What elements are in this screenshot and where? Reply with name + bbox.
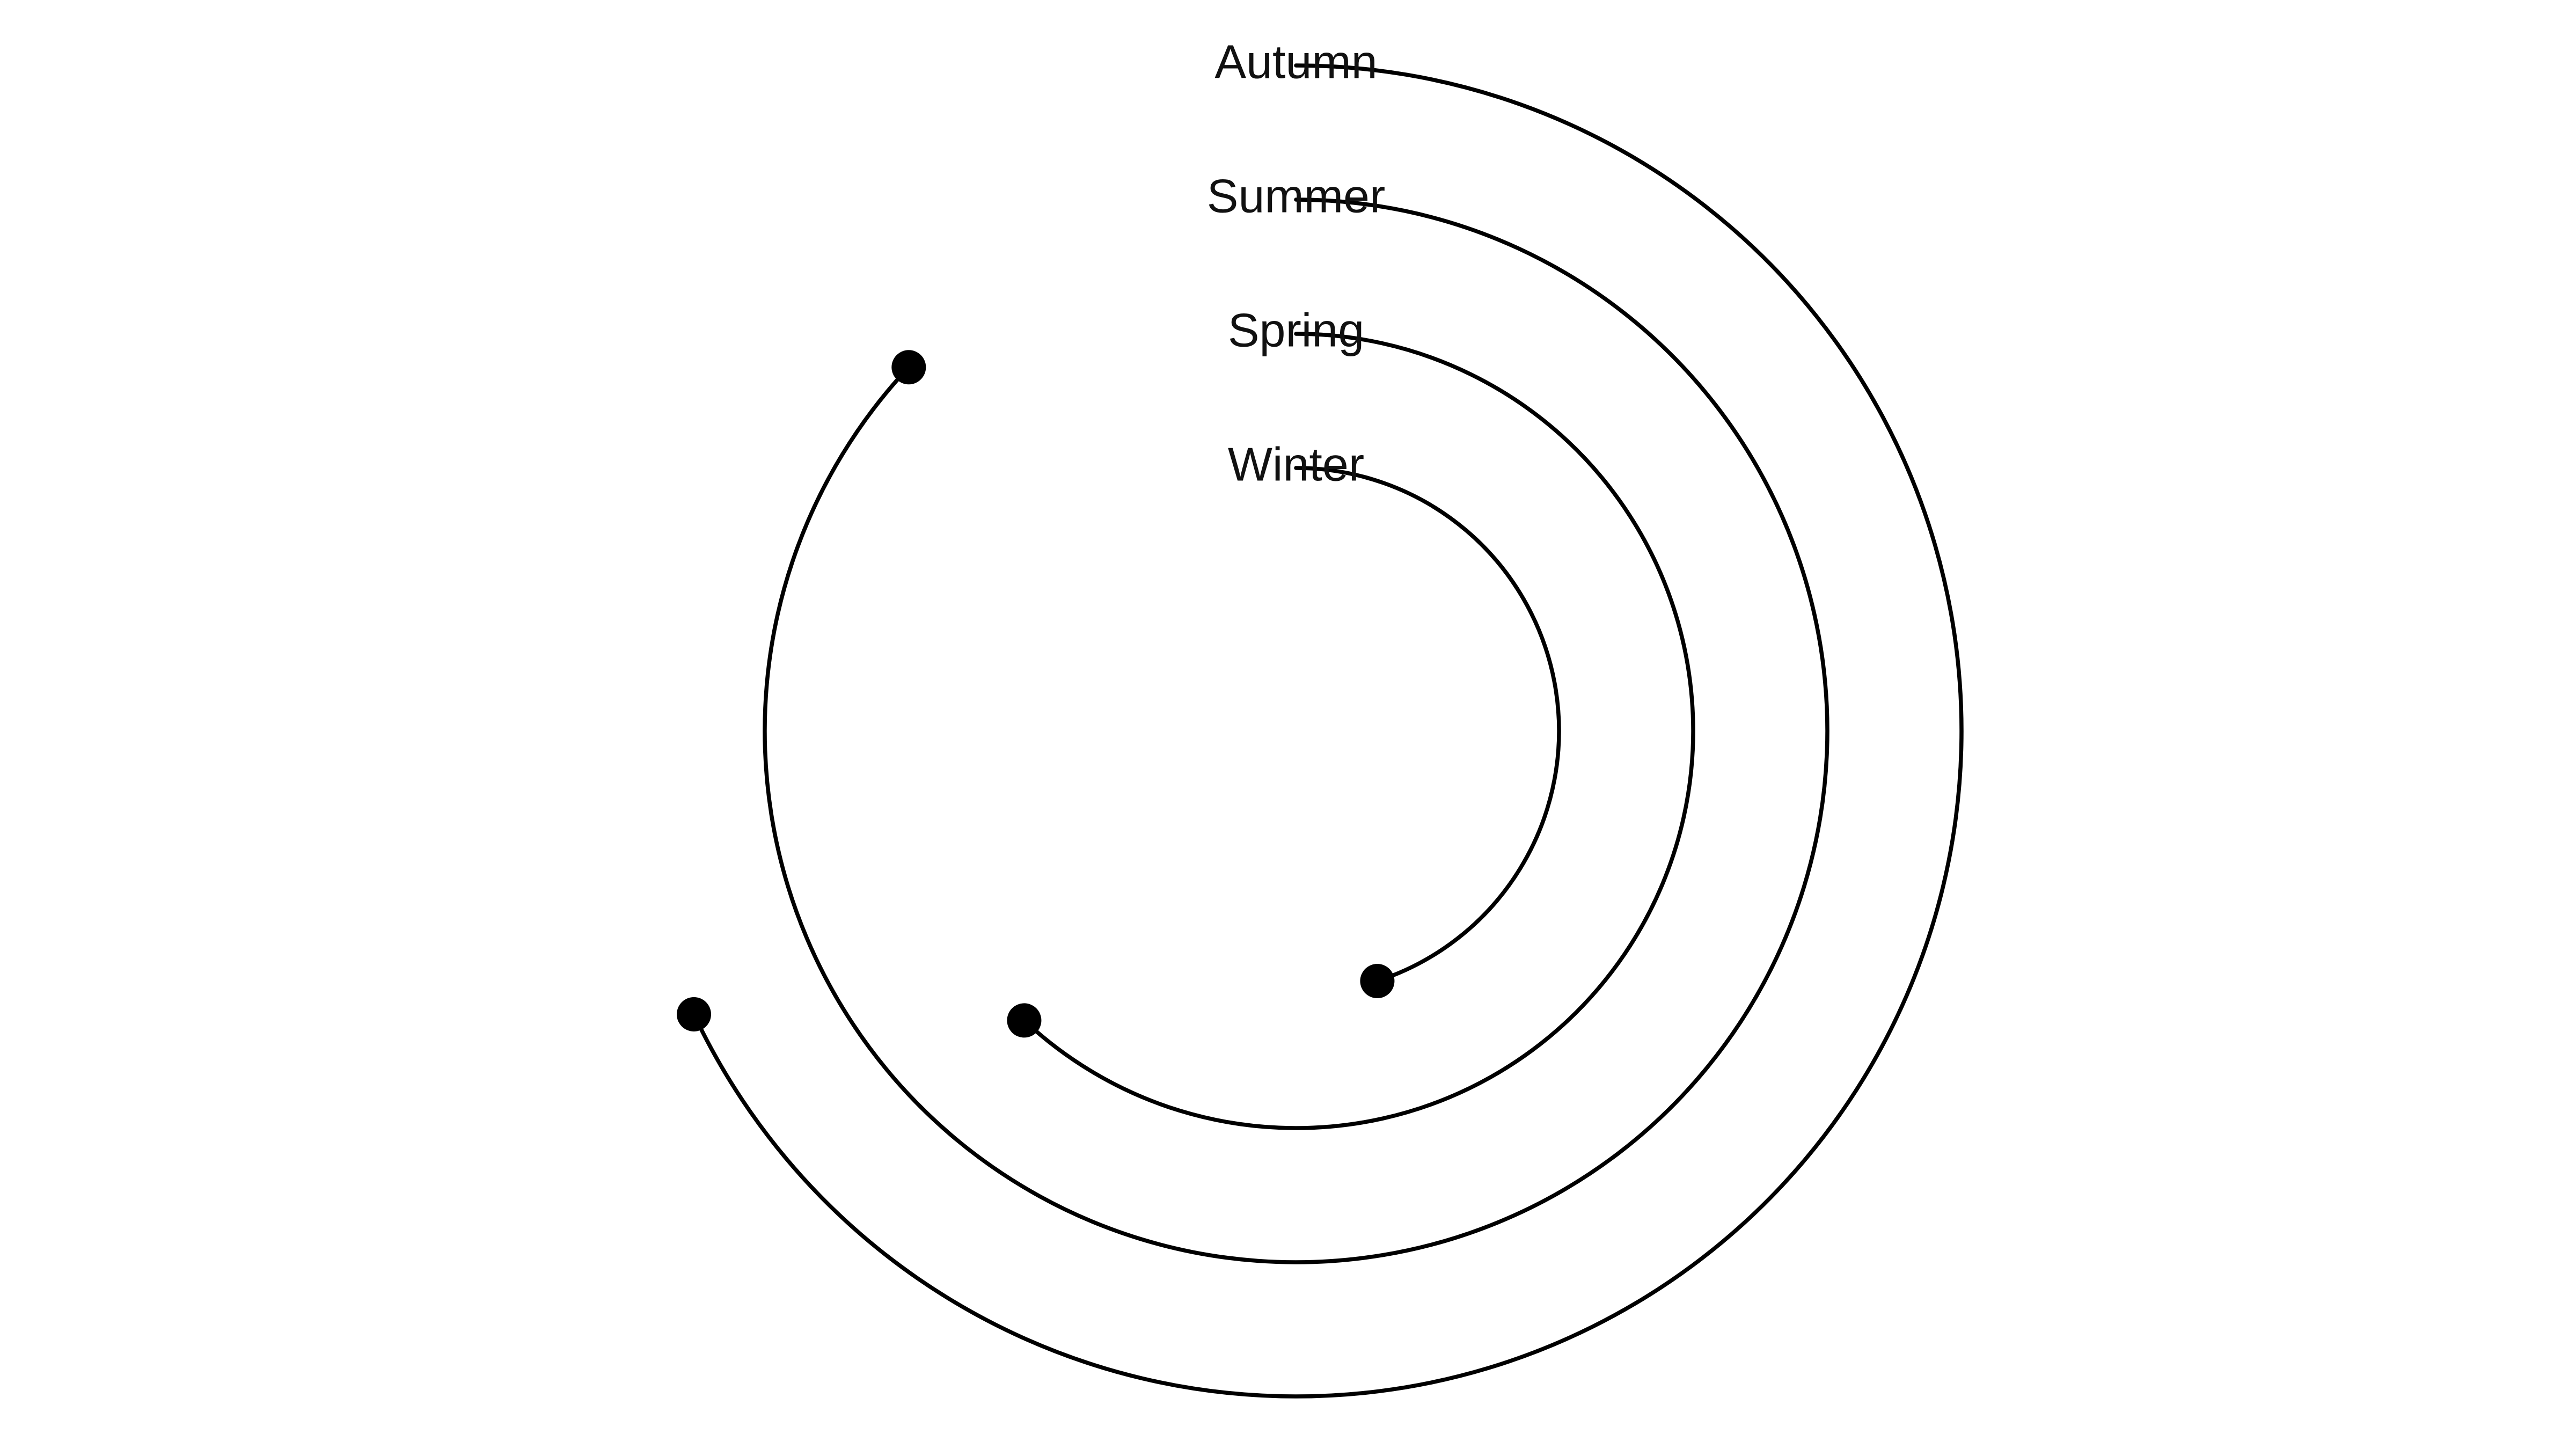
arc-winter <box>1294 466 1561 983</box>
label-group: Winter Spring Summer Autumn <box>1207 35 1386 491</box>
category-label-winter: Winter <box>1228 437 1364 491</box>
category-label-summer: Summer <box>1207 169 1386 222</box>
arc-summer <box>763 197 1829 1264</box>
category-label-spring: Spring <box>1228 303 1364 356</box>
category-label-autumn: Autumn <box>1214 35 1377 88</box>
arc-spring <box>1022 332 1695 1130</box>
end-marker-spring <box>1007 1003 1042 1038</box>
end-marker-winter <box>1360 964 1395 999</box>
arc-group <box>677 63 1964 1399</box>
end-marker-autumn <box>677 997 712 1031</box>
end-marker-summer <box>891 350 926 385</box>
arc-autumn <box>692 63 1964 1399</box>
